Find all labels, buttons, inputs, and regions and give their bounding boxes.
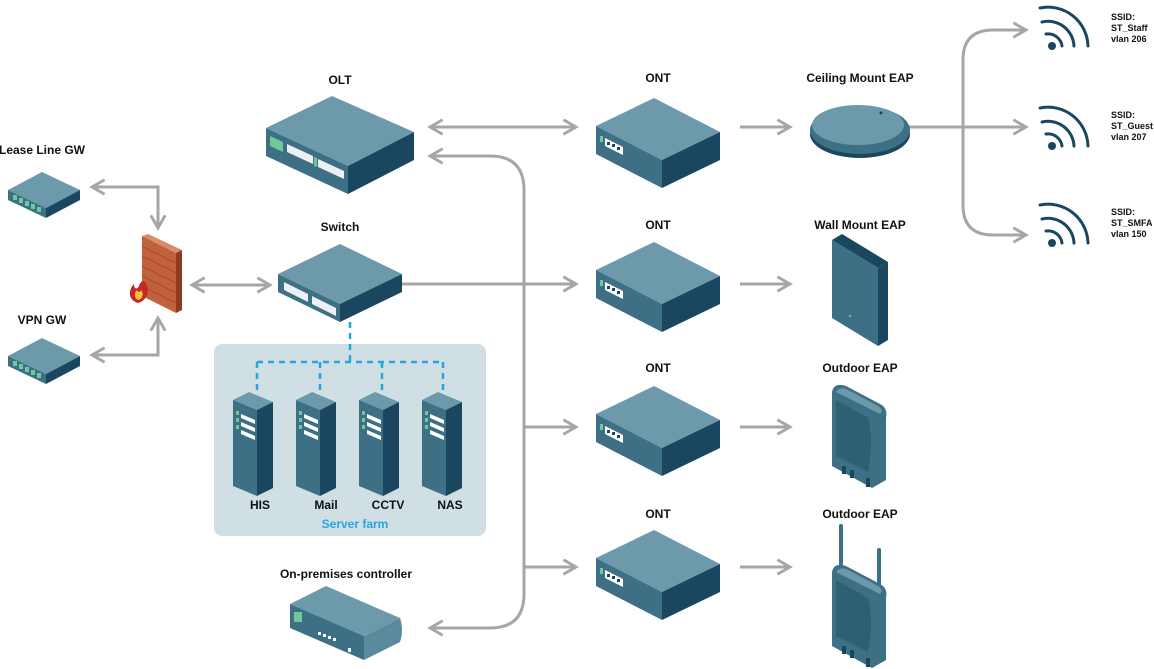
label-server-cctv: CCTV [371,498,405,512]
on-prem-controller-device[interactable] [290,586,402,660]
link-vpngw-firewall [89,315,167,364]
lease-line-gw-device[interactable] [8,172,80,218]
switch-device[interactable] [278,244,402,322]
server-mail[interactable] [296,392,336,496]
ont-device-1[interactable] [596,98,720,188]
wifi-icon-1 [1038,5,1090,50]
ssid-vlan: vlan 150 [1111,229,1147,239]
label-server-his: HIS [249,498,271,512]
label-ont-1: ONT [645,71,671,85]
link-trunk-olt [427,147,526,637]
ssid-vlan: vlan 206 [1111,34,1147,44]
server-nas[interactable] [422,392,462,496]
label-ont-2: ONT [645,218,671,232]
ssid-label-1: SSID: ST_Staff vlan 206 [1111,12,1148,45]
label-vpn-gw: VPN GW [17,313,67,327]
ceiling-eap-device[interactable] [810,105,910,158]
olt-device[interactable] [266,96,414,194]
label-wall-eap: Wall Mount EAP [814,218,906,232]
ssid-vlan: vlan 207 [1111,132,1147,142]
vpn-gw-device[interactable] [8,338,80,384]
ssid-title: SSID: [1111,207,1136,217]
label-on-prem-controller: On-premises controller [279,567,413,581]
outdoor-eap-device-2[interactable] [832,524,887,668]
ssid-label-2: SSID: ST_Guest vlan 207 [1111,110,1153,143]
label-lease-line-gw: Lease Line GW [0,143,86,157]
ssid-title: SSID: [1111,110,1136,120]
label-outdoor-eap-2: Outdoor EAP [822,507,898,521]
servers [233,392,462,496]
connectors [89,21,1029,637]
label-ont-3: ONT [645,361,671,375]
wifi-icon-2 [1038,105,1090,150]
label-ceiling-eap: Ceiling Mount EAP [806,71,914,85]
ont-device-2[interactable] [596,242,720,332]
label-server-nas: NAS [437,498,463,512]
wall-eap-device[interactable] [832,234,888,346]
ont-device-3[interactable] [596,386,720,476]
ssid-name: ST_Staff [1111,23,1148,33]
link-ceiling-ssid1 [961,21,1029,127]
ssid-name: ST_SMFA [1111,218,1153,228]
label-server-farm: Server farm [321,517,389,531]
link-leasegw-firewall [89,178,167,231]
ssid-name: ST_Guest [1111,121,1154,131]
server-cctv[interactable] [359,392,399,496]
wifi-icon-3 [1038,202,1090,247]
link-ceiling-ssid3 [961,127,1029,244]
server-his[interactable] [233,392,273,496]
label-server-mail: Mail [314,498,338,512]
server-farm-group [214,344,486,536]
label-ont-4: ONT [645,507,671,521]
label-switch: Switch [320,220,360,234]
outdoor-eap-device-1[interactable] [832,384,887,488]
label-olt: OLT [328,73,352,87]
ssid-title: SSID: [1111,12,1136,22]
firewall-icon[interactable] [129,234,182,313]
server-farm-links [255,322,445,392]
ssid-label-3: SSID: ST_SMFA vlan 150 [1111,207,1153,240]
label-outdoor-eap-1: Outdoor EAP [822,361,898,375]
ont-device-4[interactable] [596,530,720,620]
